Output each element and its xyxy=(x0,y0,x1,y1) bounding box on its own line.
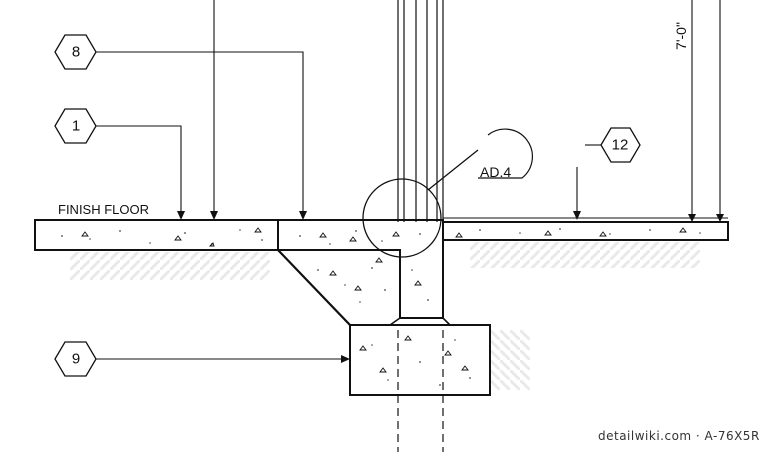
tag-8: 8 xyxy=(54,34,97,70)
svg-text:9: 9 xyxy=(72,351,80,368)
detail-leader xyxy=(427,149,479,191)
wall-lines xyxy=(397,0,444,222)
concrete-aggregate xyxy=(81,227,687,373)
slab-haunch xyxy=(277,249,351,326)
tag-1: 1 xyxy=(54,108,97,144)
svg-text:12: 12 xyxy=(612,137,629,154)
detail-circle xyxy=(362,178,442,258)
section-ref-arc xyxy=(478,128,533,179)
section-ref-label: AD.4 xyxy=(480,164,511,180)
footing xyxy=(349,324,491,396)
right-slab xyxy=(442,217,729,241)
stem-taper xyxy=(389,317,451,326)
svg-text:1: 1 xyxy=(72,118,80,135)
arrowheads xyxy=(177,211,724,363)
finish-floor-label: FINISH FLOOR xyxy=(58,202,149,217)
dimension-label: 7'-0" xyxy=(673,22,689,50)
left-slab xyxy=(34,219,279,251)
svg-text:8: 8 xyxy=(72,44,80,61)
dimension-lines xyxy=(691,0,721,220)
leaders xyxy=(96,0,601,360)
stem-wall xyxy=(399,250,444,319)
soil-hatch xyxy=(70,242,700,390)
rebar-dashed xyxy=(397,330,444,452)
credit-text: detailwiki.com · A-76X5R xyxy=(598,429,760,443)
concrete-stipple xyxy=(61,228,701,386)
tag-9: 9 xyxy=(54,341,97,377)
tag-12: 12 xyxy=(600,127,641,163)
